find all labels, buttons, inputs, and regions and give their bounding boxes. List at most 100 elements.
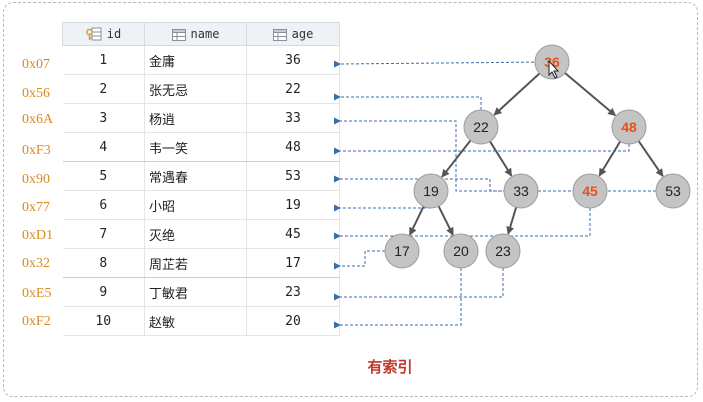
tree-node-key: 20 [453,243,469,259]
tree-node-circle [463,109,499,145]
cell-age: 23 [246,277,340,307]
row-pointer [334,175,656,192]
row-address: 0xF3 [22,143,51,158]
cell-age: 20 [246,306,340,336]
row-pointer [334,93,482,110]
tree-node-key: 53 [665,183,681,199]
tree-node: 48 [611,109,647,145]
row-address: 0x6A [22,112,54,127]
tree-node-key: 19 [423,183,439,199]
tree-edge [437,205,454,236]
cell-age: 22 [246,74,340,104]
column-header-age[interactable]: age [246,22,340,46]
tree-edge [489,140,513,177]
table-row[interactable]: 3 杨逍 33 [62,103,340,133]
diagram-frame [3,2,698,397]
row-pointer [334,144,630,155]
cell-id: 2 [62,74,145,104]
tree-node-circle [503,173,539,209]
table-row[interactable]: 5 常遇春 53 [62,161,340,191]
tree-edges [408,72,664,236]
row-pointer [334,268,462,329]
row-address: 0xE5 [22,286,52,301]
tree-node-circle [611,109,647,145]
tree-node-circle [443,233,479,269]
tree-node-circle [572,173,608,209]
data-table: id name age 1 金 [62,22,340,336]
tree-node-key: 22 [473,119,489,135]
cell-name: 杨逍 [144,103,247,133]
tree-node: 17 [384,233,420,269]
cell-name: 周芷若 [144,248,247,278]
row-address: 0xD1 [22,228,54,243]
mouse-cursor-icon [548,59,560,79]
row-address: 0x32 [22,256,50,271]
cell-id: 7 [62,219,145,249]
column-header-id[interactable]: id [62,22,145,46]
table-row[interactable]: 9 丁敏君 23 [62,277,340,307]
tree-node-circle [384,233,420,269]
cell-name: 小昭 [144,190,247,220]
row-pointer [334,250,385,270]
tree-node: 20 [443,233,479,269]
cell-id: 3 [62,103,145,133]
tree-node-circle [534,44,570,80]
cell-name: 金庸 [144,45,247,75]
tree-node-key: 23 [495,243,511,259]
cell-id: 4 [62,132,145,162]
tree-node: 22 [463,109,499,145]
table-row[interactable]: 10 赵敏 20 [62,306,340,336]
column-label: name [190,27,220,41]
row-pointer [334,117,512,192]
cell-name: 韦一笑 [144,132,247,162]
column-header-name[interactable]: name [144,22,247,46]
cell-id: 8 [62,248,145,278]
row-pointer [333,60,545,68]
tree-node-circle [485,233,521,269]
table-row[interactable]: 6 小昭 19 [62,190,340,220]
row-pointer [334,268,504,301]
row-pointer [334,208,591,240]
cell-age: 45 [246,219,340,249]
table-row[interactable]: 8 周芷若 17 [62,248,340,278]
cell-age: 36 [246,45,340,75]
table-row[interactable]: 7 灭绝 45 [62,219,340,249]
tree-edge [598,140,622,177]
tree-node-circle [413,173,449,209]
cell-name: 灭绝 [144,219,247,249]
cell-name: 赵敏 [144,306,247,336]
tree-node-key: 45 [582,183,598,199]
column-label: id [106,26,122,41]
tree-edge [408,205,425,236]
column-label: age [291,27,314,41]
table-row[interactable]: 1 金庸 36 [62,45,340,75]
tree-node-key: 36 [544,54,560,70]
row-address: 0x56 [22,86,50,101]
cell-age: 53 [246,161,340,191]
tree-node: 36 [534,44,570,80]
tree-edge [441,139,472,178]
tree-node: 45 [572,173,608,209]
table-row[interactable]: 4 韦一笑 48 [62,132,340,162]
cell-id: 6 [62,190,145,220]
caption: 有索引 [367,359,413,376]
column-icon [272,28,287,41]
tree-edge [637,140,664,177]
tree-node-key: 48 [621,119,637,135]
tree-edge [564,72,617,117]
tree-node: 23 [485,233,521,269]
tree-edge [493,72,541,116]
row-address: 0x07 [22,57,50,72]
row-pointers [333,60,656,329]
cell-id: 5 [62,161,145,191]
row-address: 0xF2 [22,314,51,329]
tree-node: 53 [655,173,691,209]
cell-name: 丁敏君 [144,277,247,307]
table-row[interactable]: 2 张无忌 22 [62,74,340,104]
row-address: 0x90 [22,172,50,187]
cell-age: 19 [246,190,340,220]
key-column-icon [85,27,102,41]
cell-id: 9 [62,277,145,307]
